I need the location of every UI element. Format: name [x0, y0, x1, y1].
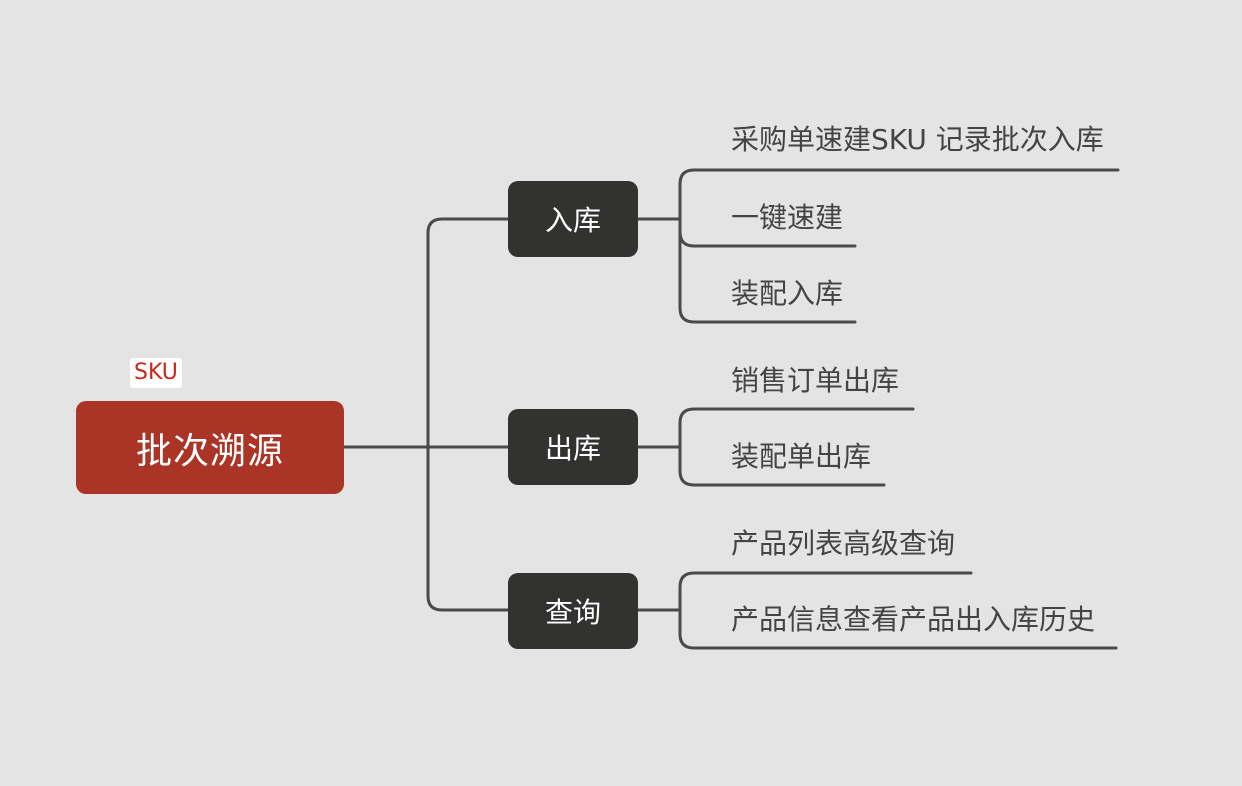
branch-node-query[interactable]: 查询: [508, 573, 638, 649]
leaf-node[interactable]: 销售订单出库: [731, 364, 900, 397]
connector-branch-2-leaf-2: [678, 445, 886, 487]
branch-label: 查询: [544, 596, 601, 629]
root-node[interactable]: 批次溯源: [76, 401, 344, 494]
branch-label: 入库: [544, 204, 601, 237]
connector-branch-1-leaf-3: [678, 217, 857, 324]
leaf-node[interactable]: 一键速建: [731, 201, 844, 234]
leaf-node[interactable]: 采购单速建SKU 记录批次入库: [731, 123, 1104, 156]
branch-node-outbound[interactable]: 出库: [508, 409, 638, 485]
connector-branch-2-leaf-1: [678, 407, 915, 449]
root-label: 批次溯源: [135, 430, 284, 472]
leaf-node[interactable]: 装配入库: [731, 277, 844, 310]
leaf-node[interactable]: 产品信息查看产品出入库历史: [731, 603, 1096, 636]
connector-trunk-branch-top: [426, 217, 510, 612]
connector-branch-3-leaf-2: [678, 608, 1118, 650]
connector-branch-3-leaf-1: [678, 571, 973, 612]
leaf-node[interactable]: 产品列表高级查询: [731, 527, 956, 560]
root-sku-tag: SKU: [130, 358, 182, 388]
leaf-node[interactable]: 装配单出库: [731, 440, 872, 473]
connector-branch-1-leaf-1: [678, 168, 1120, 221]
branch-label: 出库: [544, 432, 601, 465]
branch-node-inbound[interactable]: 入库: [508, 181, 638, 257]
